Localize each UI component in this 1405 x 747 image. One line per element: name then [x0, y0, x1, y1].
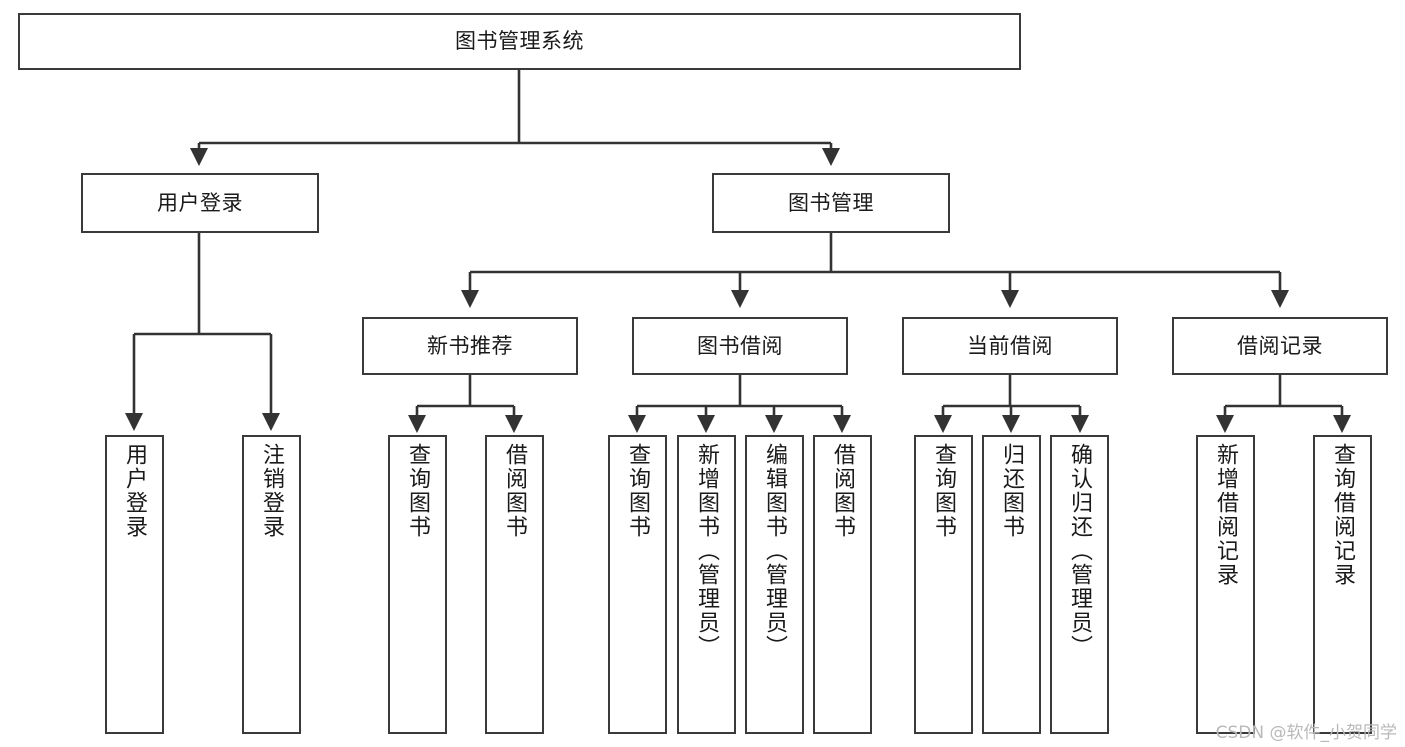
leaf-borrow-query-book-label: 查询图书	[625, 443, 651, 539]
node-user-login-label: 用户登录	[157, 190, 243, 215]
leaf-borrow-add-book-label: 新增图书（管理员）	[694, 443, 720, 659]
leaf-borrow-edit-book-label: 编辑图书（管理员）	[762, 443, 788, 659]
watermark-text: CSDN @软件_小贺同学	[1215, 723, 1397, 743]
leaf-current-return-book-label: 归还图书	[999, 443, 1025, 539]
node-book-borrow-label: 图书借阅	[697, 333, 783, 358]
leaf-record-query-record-label: 查询借阅记录	[1330, 443, 1356, 587]
node-book-management-label: 图书管理	[788, 190, 874, 215]
leaf-borrow-add-book[interactable]: 新增图书（管理员）	[677, 435, 736, 734]
node-book-borrow[interactable]: 图书借阅	[632, 317, 848, 375]
leaf-current-query-book[interactable]: 查询图书	[914, 435, 973, 734]
leaf-newbook-query-book[interactable]: 查询图书	[388, 435, 447, 734]
node-borrow-record-label: 借阅记录	[1237, 333, 1323, 358]
leaf-user-login[interactable]: 用户登录	[105, 435, 164, 734]
leaf-user-logout-label: 注销登录	[259, 443, 285, 539]
leaf-borrow-borrow-book[interactable]: 借阅图书	[813, 435, 872, 734]
node-borrow-record[interactable]: 借阅记录	[1172, 317, 1388, 375]
leaf-record-query-record[interactable]: 查询借阅记录	[1313, 435, 1372, 734]
leaf-borrow-query-book[interactable]: 查询图书	[608, 435, 667, 734]
node-current-borrow[interactable]: 当前借阅	[902, 317, 1118, 375]
leaf-newbook-borrow-book-label: 借阅图书	[502, 443, 528, 539]
leaf-record-add-record-label: 新增借阅记录	[1213, 443, 1239, 587]
leaf-record-add-record[interactable]: 新增借阅记录	[1196, 435, 1255, 734]
leaf-user-logout[interactable]: 注销登录	[242, 435, 301, 734]
leaf-user-login-label: 用户登录	[122, 443, 148, 539]
leaf-current-query-book-label: 查询图书	[931, 443, 957, 539]
leaf-newbook-borrow-book[interactable]: 借阅图书	[485, 435, 544, 734]
node-root-label: 图书管理系统	[455, 29, 584, 54]
leaf-current-confirm-return[interactable]: 确认归还（管理员）	[1050, 435, 1109, 734]
node-user-login[interactable]: 用户登录	[81, 173, 319, 233]
node-new-book-recommend[interactable]: 新书推荐	[362, 317, 578, 375]
leaf-current-return-book[interactable]: 归还图书	[982, 435, 1041, 734]
leaf-borrow-borrow-book-label: 借阅图书	[830, 443, 856, 539]
node-root[interactable]: 图书管理系统	[18, 13, 1021, 70]
node-current-borrow-label: 当前借阅	[967, 333, 1053, 358]
leaf-borrow-edit-book[interactable]: 编辑图书（管理员）	[745, 435, 804, 734]
leaf-current-confirm-return-label: 确认归还（管理员）	[1067, 443, 1093, 659]
node-new-book-recommend-label: 新书推荐	[427, 333, 513, 358]
node-book-management[interactable]: 图书管理	[712, 173, 950, 233]
leaf-newbook-query-book-label: 查询图书	[405, 443, 431, 539]
